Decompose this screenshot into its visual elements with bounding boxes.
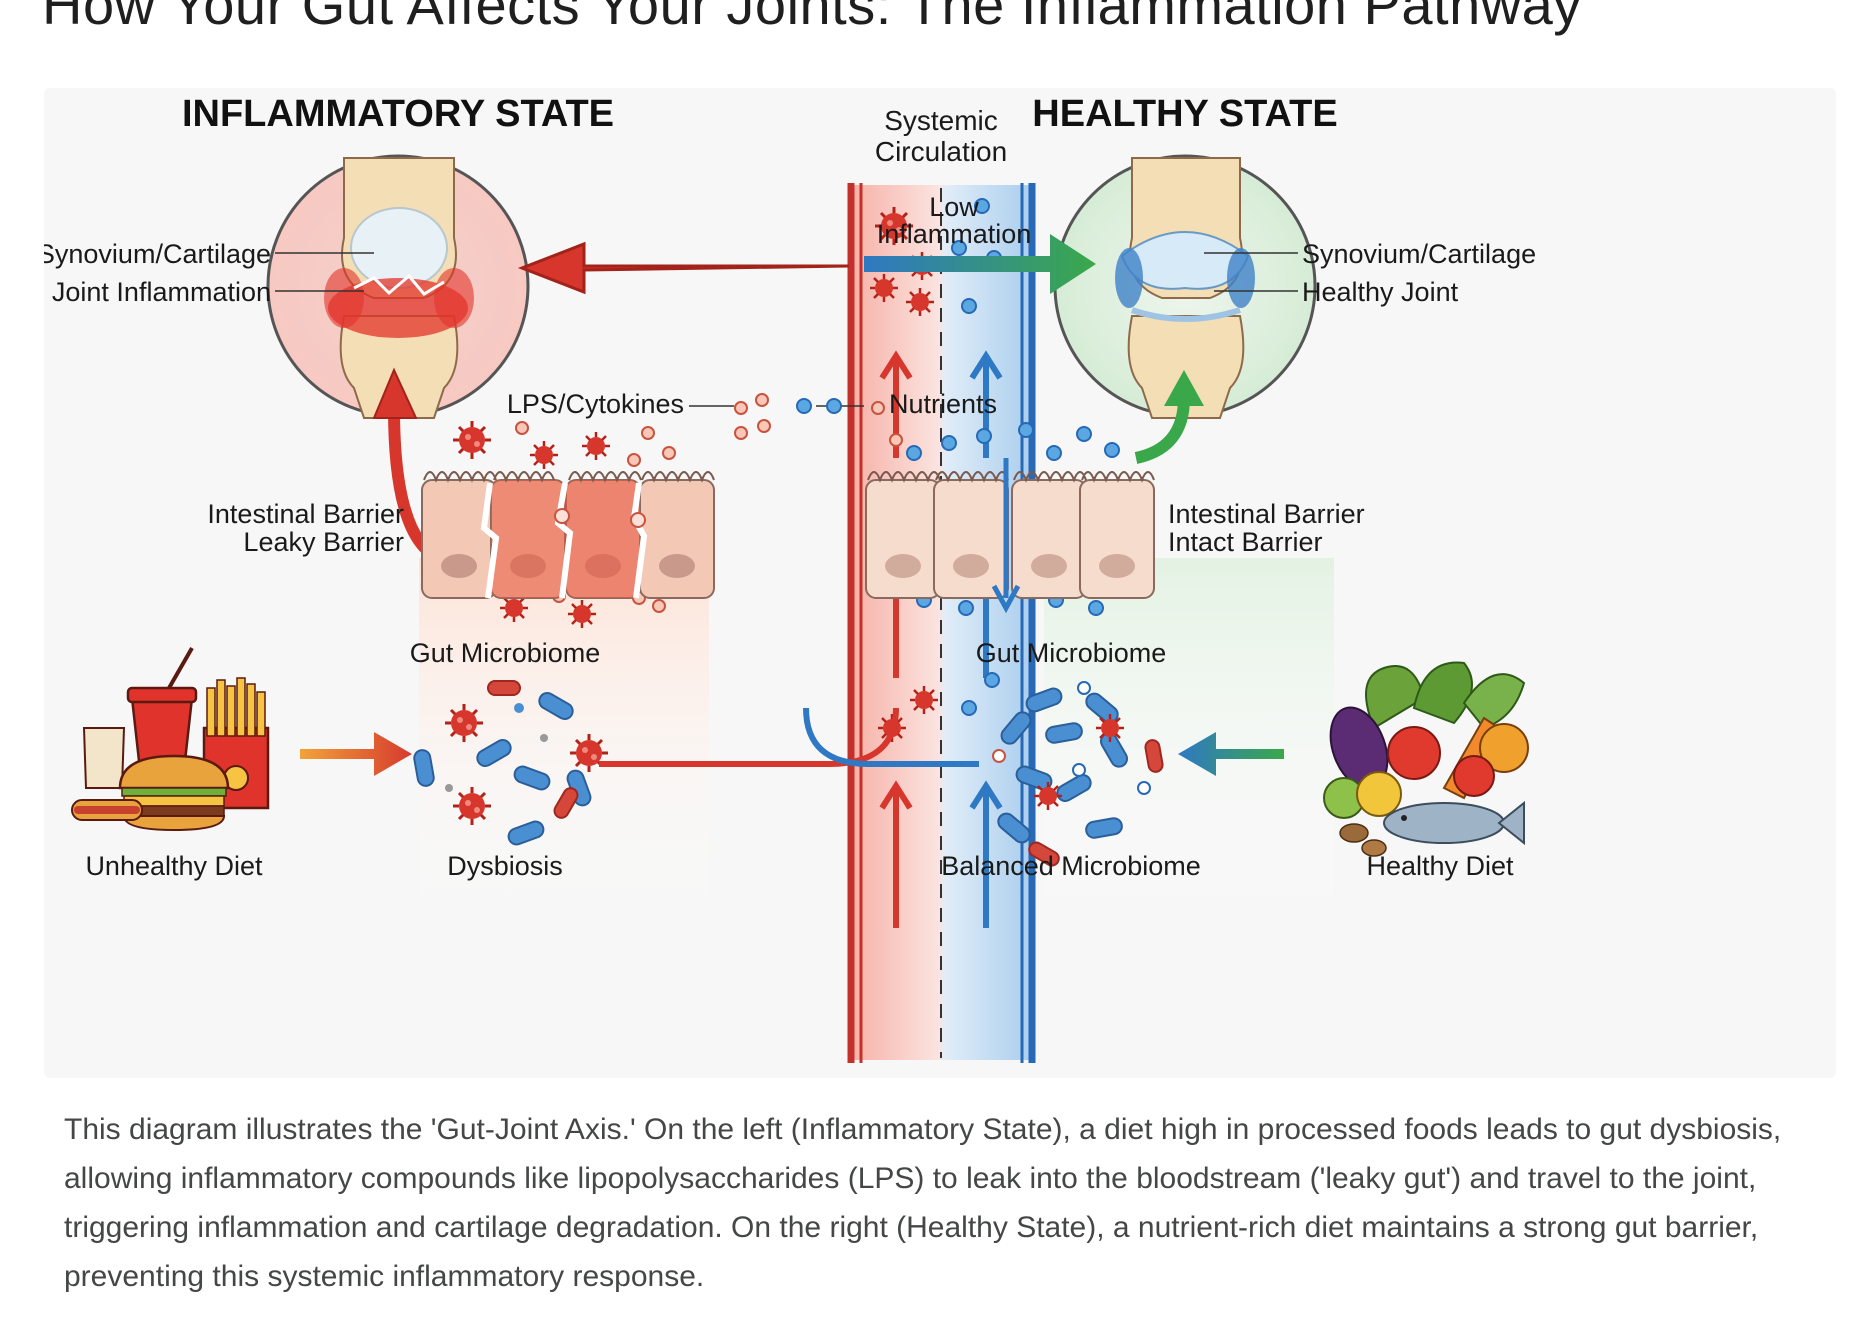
systemic-circulation-vessel: [847, 183, 1036, 1063]
nutrients-label: Nutrients: [889, 389, 997, 419]
healthy-diet-illustration: [1323, 661, 1529, 857]
healthy-joint-illustration: [1053, 154, 1317, 419]
dysbiosis-microbiome-cluster: [411, 680, 610, 848]
right-gut-shading: [1044, 558, 1334, 918]
left-barrier-label-1: Intestinal Barrier: [207, 499, 404, 529]
balanced-microbiome-cluster: [992, 681, 1165, 870]
arrow-blood-to-healthy-joint: [864, 234, 1096, 294]
unhealthy-diet-label: Unhealthy Diet: [85, 851, 263, 881]
leaky-intestinal-barrier: [421, 471, 715, 599]
left-joint-label-synovium: Synovium/Cartilage: [44, 239, 271, 269]
right-barrier-label-1: Intestinal Barrier: [1168, 499, 1365, 529]
page-title: How Your Gut Affects Your Joints: The In…: [42, 0, 1582, 36]
intact-intestinal-barrier: [865, 458, 1155, 614]
right-joint-label-synovium: Synovium/Cartilage: [1302, 239, 1536, 269]
unhealthy-diet-illustration: [71, 647, 270, 832]
lps-cytokines-label: LPS/Cytokines: [507, 389, 684, 419]
lps-particles-near-barrier: [451, 393, 771, 630]
inflamed-joint-illustration: [266, 154, 530, 419]
arrow-barrier-to-healthy-joint: [1134, 397, 1190, 464]
arrow-healthy-diet-to-microbiome: [1178, 732, 1284, 776]
right-joint-label-healthy: Healthy Joint: [1302, 277, 1459, 307]
circulation-label-1: Systemic: [884, 105, 998, 136]
gut-joint-axis-diagram: Systemic Circulation INFLAMMATORY STATE: [44, 88, 1836, 1078]
left-gut-shading: [419, 558, 709, 918]
arrow-blood-to-inflamed-joint: [517, 241, 850, 295]
arrow-dysbiosis-to-blood: [599, 707, 899, 767]
left-gut-microbiome-label: Gut Microbiome: [410, 638, 601, 668]
healthy-diet-label: Healthy Diet: [1366, 851, 1514, 881]
balanced-microbiome-label: Balanced Microbiome: [941, 851, 1201, 881]
circulation-label-2: Circulation: [875, 136, 1007, 167]
right-gut-microbiome-label: Gut Microbiome: [976, 638, 1167, 668]
right-barrier-label-2: Intact Barrier: [1168, 527, 1323, 557]
low-inflammation-label-2: Inflammation: [877, 219, 1032, 249]
left-barrier-label-2: Leaky Barrier: [243, 527, 404, 557]
arrow-balanced-to-blood: [803, 707, 979, 767]
dysbiosis-label: Dysbiosis: [447, 851, 563, 881]
low-inflammation-label-1: Low: [929, 192, 979, 222]
left-joint-label-inflammation: Joint Inflammation: [52, 277, 271, 307]
inflammatory-state-heading: INFLAMMATORY STATE: [182, 93, 614, 135]
arrow-unhealthy-diet-to-dysbiosis: [300, 732, 412, 776]
diagram-caption: This diagram illustrates the 'Gut-Joint …: [64, 1113, 1782, 1293]
healthy-state-heading: HEALTHY STATE: [1032, 93, 1337, 135]
